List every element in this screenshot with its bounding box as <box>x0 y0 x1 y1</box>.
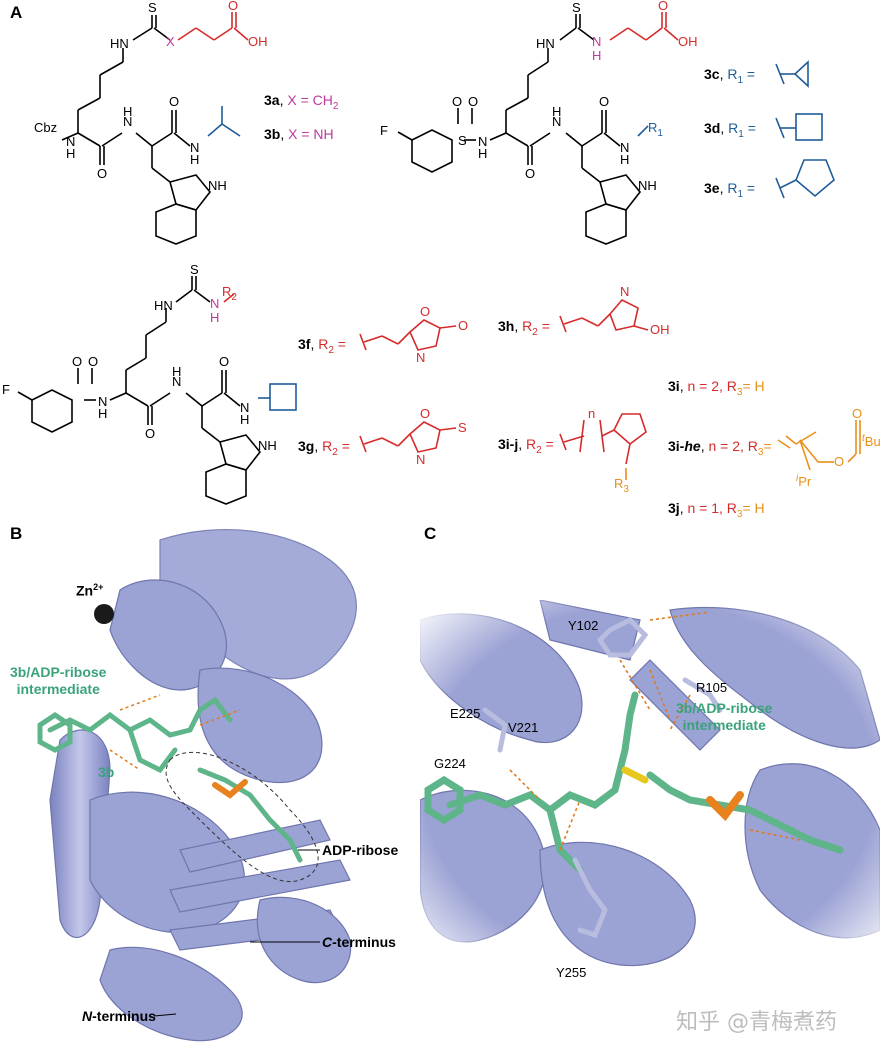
atom-hn-3f: HN <box>154 298 173 313</box>
atom-h3-3c: H <box>620 152 629 167</box>
atom-s-3f: S <box>190 262 199 277</box>
atom-h2-3a: H <box>123 104 132 119</box>
atom-hn-3a: HN <box>110 36 129 51</box>
label-b-3b: 3b <box>98 764 115 780</box>
panel-a-structures: S HN X O OH Cbz N H O N H O N H NH S HN … <box>2 0 881 505</box>
frag-3g-s: S <box>458 420 467 435</box>
atom-n-3c-thiourea: N <box>592 34 601 49</box>
zn-ion-sphere <box>94 604 114 624</box>
panel-c-letter: C <box>424 524 437 543</box>
panel-b-protein-ribbon <box>37 528 357 1042</box>
atom-n2-3f: N <box>172 374 181 389</box>
atom-o1-3f: O <box>145 426 155 441</box>
label-3j: 3j, n = 1, R3= H <box>668 500 765 520</box>
atom-o1-3c: O <box>525 166 535 181</box>
panel-b-letter: B <box>10 524 23 543</box>
atom-o-sulfonyl1-3f: O <box>72 354 82 369</box>
residue-y102: Y102 <box>568 618 599 633</box>
atom-nh-3c: NH <box>638 178 657 193</box>
atom-o1-3a: O <box>97 166 107 181</box>
atom-o-sulfonyl2-3f: O <box>88 354 98 369</box>
atom-h1-3a: H <box>66 146 75 161</box>
atom-r2: R2 <box>222 284 237 303</box>
label-3b: 3b, X = NH <box>264 126 334 142</box>
atom-h1-3f: H <box>98 406 107 421</box>
panel-c-binding-site <box>420 600 880 970</box>
atom-f-3c: F <box>380 123 388 138</box>
frag-3ihe-tbu: tBu <box>862 433 881 449</box>
atom-n1-3a: N <box>66 134 75 149</box>
frag-3ihe-o2: O <box>852 406 862 421</box>
atom-h-3c-thiourea: H <box>592 48 601 63</box>
atom-hn-3c: HN <box>536 36 555 51</box>
panel-a-letter: A <box>10 3 23 22</box>
residue-y255: Y255 <box>556 965 587 980</box>
label-3ihe: 3i-he, n = 2, R3= <box>668 438 772 458</box>
atom-oh-3c: OH <box>678 34 698 49</box>
label-3h: 3h, R2 = <box>498 318 550 338</box>
label-3a: 3a, X = CH2 <box>264 92 339 112</box>
atom-o-sulfonyl1-3c: O <box>452 94 462 109</box>
atom-cbz-3a: Cbz <box>34 120 57 135</box>
atom-o2-3c: O <box>599 94 609 109</box>
residue-e225: E225 <box>450 706 481 721</box>
atom-nh-3a: NH <box>208 178 227 193</box>
frag-3h-oh: OH <box>650 322 670 337</box>
label-3c: 3c, R1 = <box>704 66 756 86</box>
atom-x-3a: X <box>166 34 175 49</box>
atom-s-3a: S <box>148 0 157 15</box>
atom-f-3f: F <box>2 382 10 397</box>
atom-n2-3a: N <box>123 114 132 129</box>
frag-3ihe-o: O <box>834 454 844 469</box>
residue-g224: G224 <box>434 756 466 771</box>
label-3g: 3g, R2 = <box>298 438 350 458</box>
atom-o-sulfonyl2-3c: O <box>468 94 478 109</box>
frag-r3: R3 <box>614 476 629 495</box>
label-zn: Zn2+ <box>76 582 104 599</box>
atom-n-3f-thiourea: N <box>210 296 219 311</box>
label-3i: 3i, n = 2, R3= H <box>668 378 765 398</box>
atom-o2-3f: O <box>219 354 229 369</box>
atom-h3-3f: H <box>240 412 249 427</box>
label-c-terminus: C-terminus <box>322 934 396 950</box>
residue-v221: V221 <box>508 720 539 735</box>
atom-o2-3a: O <box>169 94 179 109</box>
atom-n3-3f: N <box>240 400 249 415</box>
atom-n1-3c: N <box>478 134 487 149</box>
watermark-text: 知乎 @青梅煮药 <box>676 1010 837 1035</box>
atom-n2-3c: N <box>552 114 561 129</box>
label-3ij: 3i-j, R2 = <box>498 436 554 456</box>
atom-n3-3a: N <box>190 140 199 155</box>
atom-h1-3c: H <box>478 146 487 161</box>
label-3d: 3d, R1 = <box>704 120 756 140</box>
frag-3f-nh: N <box>416 350 425 365</box>
atom-s-sulfonyl-3c: S <box>458 133 467 148</box>
atom-o-3c: O <box>658 0 668 13</box>
frag-3g-o: O <box>420 406 430 421</box>
frag-3h-n: N <box>620 284 629 299</box>
atom-r1: R1 <box>648 120 663 139</box>
residue-r105: R105 <box>696 680 728 695</box>
atom-h3-3a: H <box>190 152 199 167</box>
label-3e: 3e, R1 = <box>704 180 756 200</box>
atom-n1-3f: N <box>98 394 107 409</box>
atom-s-3c: S <box>572 0 581 15</box>
frag-3ij-n-index: n <box>588 406 595 421</box>
atom-oh-3a: OH <box>248 34 268 49</box>
frag-3f-o2: O <box>458 318 468 333</box>
atom-h2-3c: H <box>552 104 561 119</box>
atom-o-3a: O <box>228 0 238 13</box>
atom-h2-3f: H <box>172 364 181 379</box>
label-adp-ribose: ADP-ribose <box>322 842 399 858</box>
label-n-terminus: N-terminus <box>82 1008 156 1024</box>
frag-3g-nh: N <box>416 452 425 467</box>
atom-h-3f-thiourea: H <box>210 310 219 325</box>
atom-n3-3c: N <box>620 140 629 155</box>
frag-3f-o: O <box>420 304 430 319</box>
label-3f: 3f, R2 = <box>298 336 346 356</box>
atom-nh-3f: NH <box>258 438 277 453</box>
frag-3ihe-ipr: iPr <box>796 473 812 489</box>
